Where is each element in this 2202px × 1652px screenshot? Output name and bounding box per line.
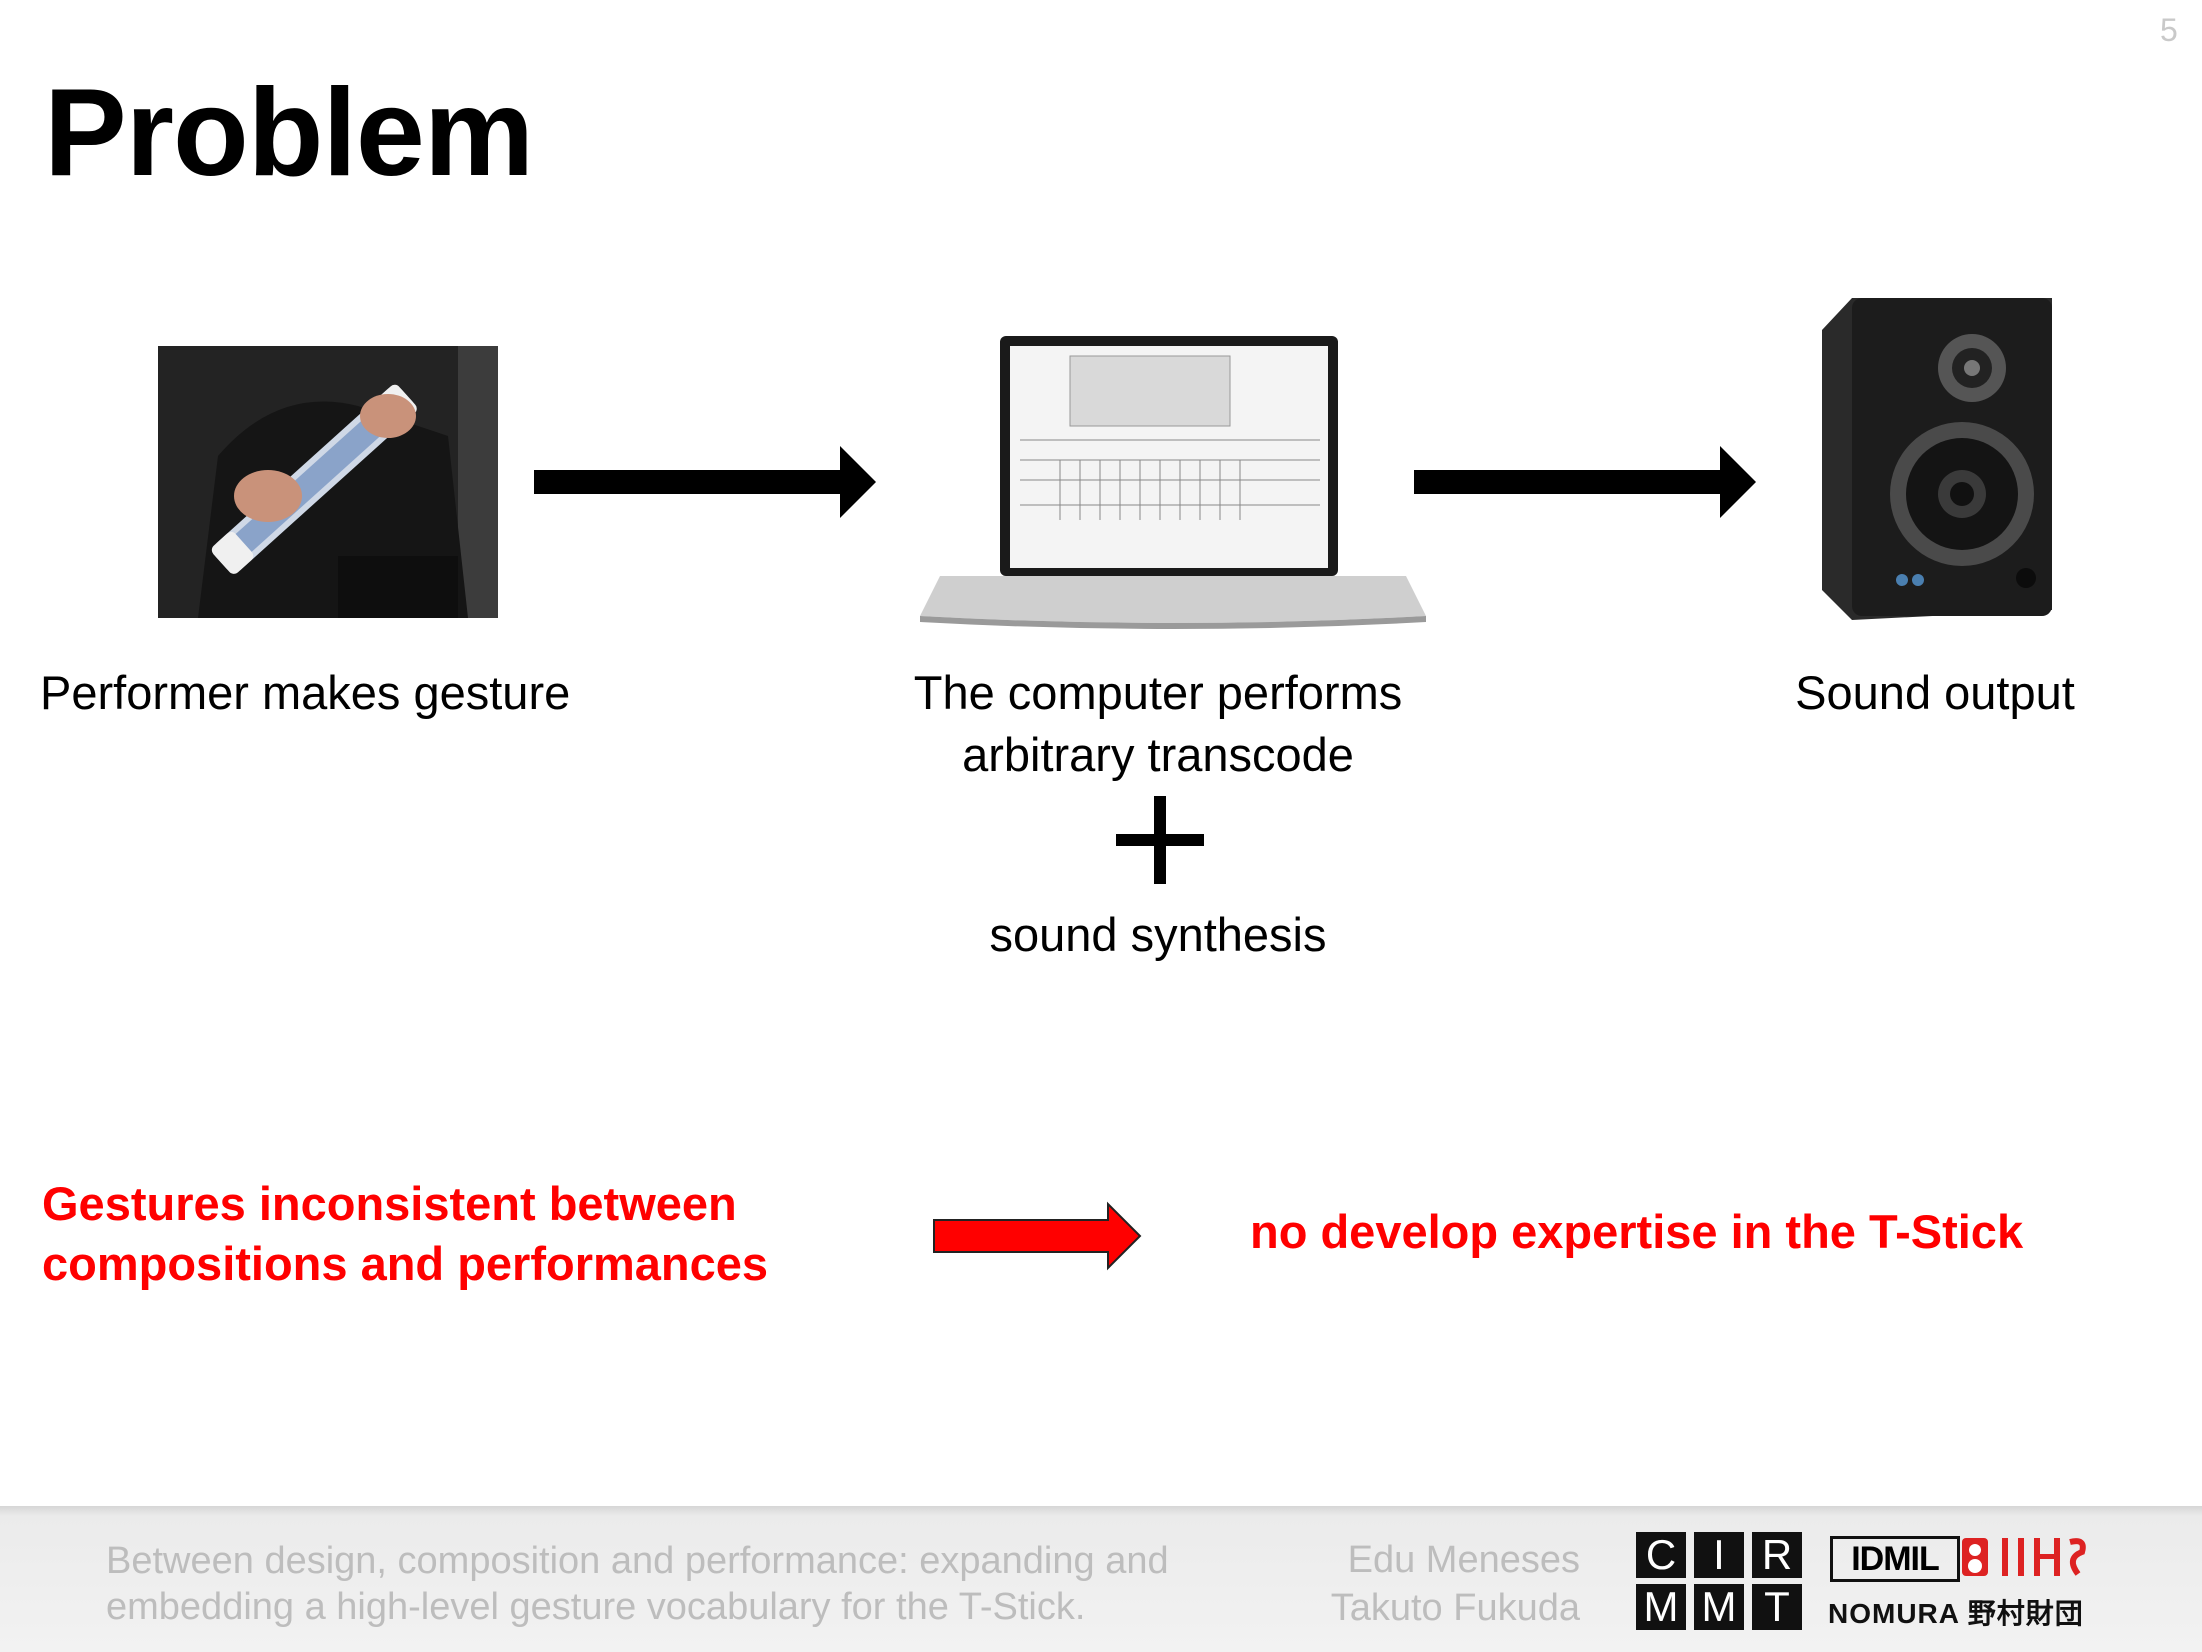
- cirmmt-letter: I: [1694, 1532, 1744, 1578]
- footer-presentation-title: Between design, composition and performa…: [106, 1538, 1306, 1630]
- step-sound-caption: Sound output: [1795, 666, 2075, 719]
- step-gesture-caption: Performer makes gesture: [40, 666, 571, 719]
- cause-text: Gestures inconsistent between compositio…: [42, 1174, 902, 1294]
- cause-line1: Gestures inconsistent between: [42, 1177, 737, 1230]
- idmil-logo: IDMIL: [1830, 1536, 1960, 1582]
- cirmmt-letter: T: [1752, 1584, 1802, 1630]
- computer-caption-line1: The computer performs: [913, 666, 1403, 719]
- speaker-image: [1812, 290, 2060, 630]
- cause-line2: compositions and performances: [42, 1237, 769, 1290]
- red-arrow-right-icon: [933, 1201, 1142, 1271]
- cirmmt-letter: M: [1636, 1584, 1686, 1630]
- cirmmt-letter: C: [1636, 1532, 1686, 1578]
- computer-caption-line2: arbitrary transcode: [962, 728, 1354, 781]
- performer-photo: [158, 346, 498, 618]
- arrow-right-icon: [1414, 446, 1756, 518]
- slide-number: 5: [2160, 12, 2178, 48]
- author-name: Takuto Fukuda: [1330, 1587, 1580, 1629]
- iihs-logo: [1962, 1538, 2086, 1576]
- laptop-image: [920, 330, 1426, 630]
- step-computer-caption: The computer performs arbitrary transcod…: [858, 662, 1458, 786]
- footer-authors: Edu Meneses Takuto Fukuda: [1260, 1536, 1580, 1632]
- author-name: Edu Meneses: [1347, 1539, 1580, 1581]
- cirmmt-letter: M: [1694, 1584, 1744, 1630]
- sound-synthesis-caption: sound synthesis: [989, 908, 1327, 961]
- cirmmt-letter: R: [1752, 1532, 1802, 1578]
- cirmmt-logo: C I R M M T: [1636, 1532, 1808, 1630]
- nomura-logo: NOMURA 野村財団: [1828, 1598, 2084, 1629]
- slide-title: Problem: [44, 64, 534, 202]
- footer-title-line1: Between design, composition and performa…: [106, 1540, 1169, 1582]
- arrow-right-icon: [534, 446, 876, 518]
- footer-title-line2: embedding a high-level gesture vocabular…: [106, 1586, 1086, 1628]
- plus-icon: +: [1116, 796, 1204, 884]
- effect-text: no develop expertise in the T-Stick: [1250, 1205, 2024, 1258]
